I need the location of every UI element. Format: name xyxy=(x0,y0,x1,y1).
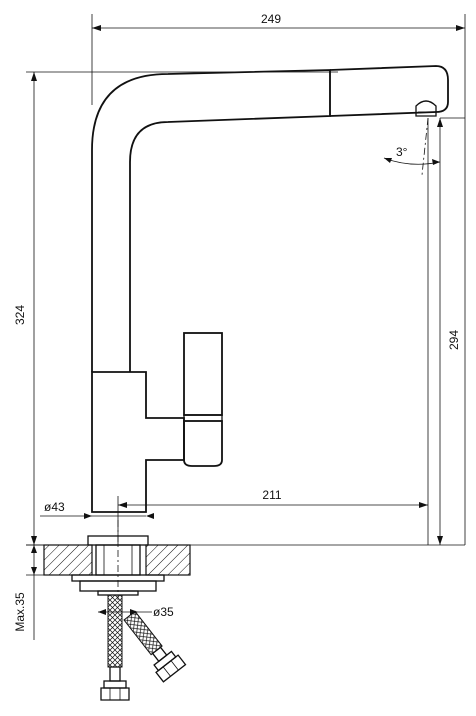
supply-hoses xyxy=(100,594,187,701)
base-diameter-label: ø43 xyxy=(44,500,65,514)
countertop xyxy=(26,544,465,576)
mount-hole-dimension: ø35 xyxy=(98,605,174,619)
angle-indicator: 3° xyxy=(383,117,441,176)
reach-dimension: 211 xyxy=(117,488,428,545)
height-dimension-label: 324 xyxy=(13,305,27,325)
spout-height-dimension-label: 294 xyxy=(447,330,461,350)
height-dimension: 324 xyxy=(13,71,338,546)
width-dimension-label: 249 xyxy=(261,12,281,26)
mount-hole-label: ø35 xyxy=(153,605,174,619)
thickness-label: Max.35 xyxy=(13,592,27,632)
reach-dimension-label: 211 xyxy=(262,488,281,502)
width-dimension: 249 xyxy=(91,12,466,545)
mounting-hardware xyxy=(71,535,165,596)
faucet-body xyxy=(91,65,449,513)
spout-height-dimension: 294 xyxy=(427,117,465,545)
base-diameter-dimension: ø43 xyxy=(40,500,154,519)
angle-label: 3° xyxy=(396,145,408,159)
thickness-dimension: Max.35 xyxy=(13,545,44,640)
